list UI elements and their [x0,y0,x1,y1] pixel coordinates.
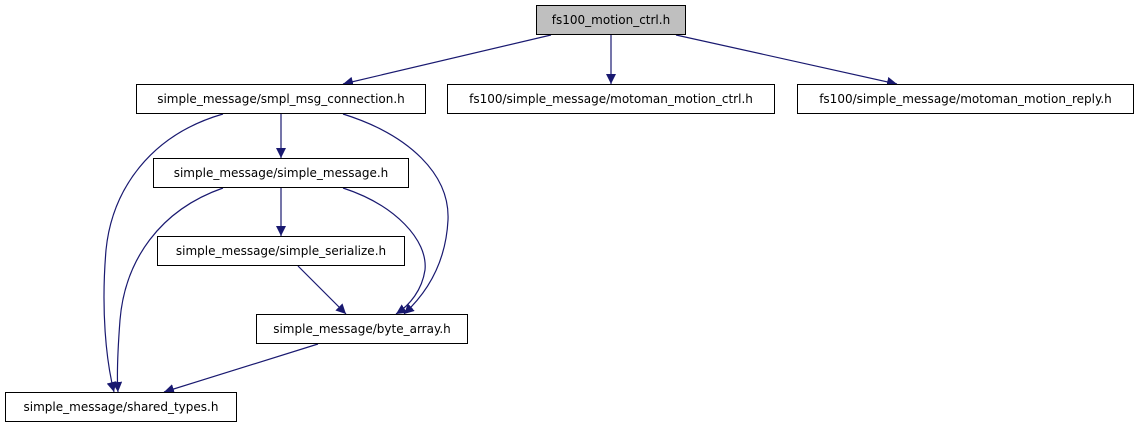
edge-ser-to-bytes [297,265,347,315]
node-simple-message-h[interactable]: simple_message/simple_message.h [153,158,409,188]
node-byte-array-h[interactable]: simple_message/byte_array.h [256,314,468,344]
edge-conn-to-bytes [342,113,449,315]
node-shared-types-h[interactable]: simple_message/shared_types.h [5,392,237,422]
edge-conn-to-types [103,113,224,393]
edge-root-to-conn [342,34,552,87]
edge-root-to-mreply [675,34,898,87]
edge-smsg-to-bytes [342,187,426,315]
node-motoman-motion-ctrl-h[interactable]: fs100/simple_message/motoman_motion_ctrl… [447,84,775,114]
edge-smsg-to-types [112,187,224,393]
edge-bytes-to-types [163,343,319,394]
node-motoman-motion-reply-h[interactable]: fs100/simple_message/motoman_motion_repl… [797,84,1134,114]
node-simple-serialize-h[interactable]: simple_message/simple_serialize.h [157,236,405,266]
node-fs100-motion-ctrl-h: fs100_motion_ctrl.h [536,5,686,35]
node-smpl-msg-connection-h[interactable]: simple_message/smpl_msg_connection.h [136,84,426,114]
